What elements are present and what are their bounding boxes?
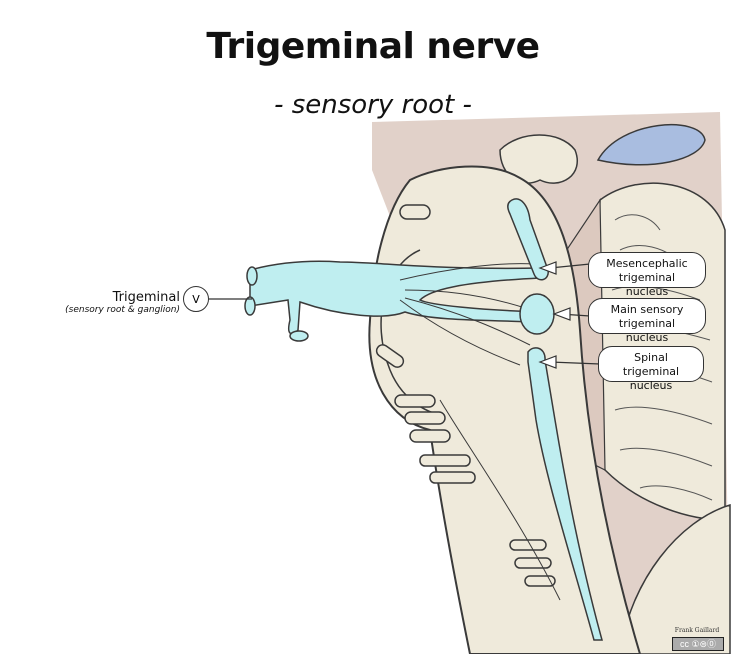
spinal-trigeminal-nucleus (527, 347, 603, 641)
license-badge: cc ①⊜⓪ (672, 637, 724, 651)
label-line: Mesencephalic (606, 257, 688, 270)
root-end-mandibular (289, 330, 309, 342)
author-credit: Frank Gaillard (674, 627, 720, 634)
main-sensory-nucleus (519, 293, 555, 335)
label-spinal-trigeminal-nucleus: Spinal trigeminal nucleus (598, 346, 704, 392)
label-line: trigeminal nucleus (618, 317, 676, 344)
cranial-nerve-stubs (375, 204, 556, 587)
trigeminal-label: Trigeminal (sensory root & ganglion) (65, 290, 180, 316)
label-mesencephalic-nucleus: Mesencephalic trigeminal nucleus (588, 252, 706, 298)
trigeminal-subtext: (sensory root & ganglion) (65, 305, 180, 315)
label-line: Main sensory (610, 303, 684, 316)
mesencephalic-nucleus (507, 198, 549, 281)
label-line: trigeminal nucleus (618, 271, 676, 298)
label-line: Spinal trigeminal (622, 351, 680, 378)
fiber-lines (399, 263, 536, 366)
trigeminal-name: Trigeminal (112, 290, 180, 305)
label-main-sensory-nucleus: Main sensory trigeminal nucleus (588, 298, 706, 344)
sensory-root (249, 260, 541, 335)
root-end-lower (244, 296, 256, 316)
cranial-nerve-numeral: V (183, 286, 209, 312)
label-pointers (538, 261, 601, 369)
root-end-upper (246, 266, 258, 286)
spinal-tract-line (439, 399, 561, 601)
ventricle (596, 124, 706, 166)
diagram-title: Trigeminal nerve (206, 26, 540, 67)
label-line: nucleus (629, 379, 673, 392)
diagram-subtitle: - sensory root - (274, 90, 472, 120)
